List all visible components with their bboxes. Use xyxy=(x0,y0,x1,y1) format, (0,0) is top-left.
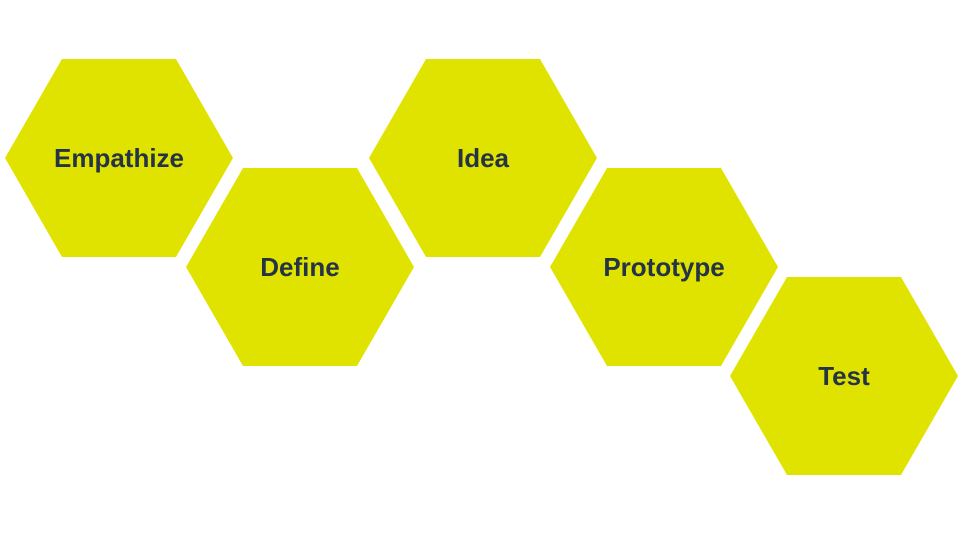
step-label: Define xyxy=(260,252,339,282)
hexagon-step-prototype: Prototype xyxy=(550,168,778,366)
hexagon-step-idea: Idea xyxy=(369,59,597,257)
step-label: Idea xyxy=(457,143,510,173)
hexagon-step-define: Define xyxy=(186,168,414,366)
step-label: Prototype xyxy=(603,252,724,282)
hexagon-shape xyxy=(730,277,958,475)
hexagon-step-empathize: Empathize xyxy=(5,59,233,257)
step-label: Test xyxy=(818,361,870,391)
hexagon-step-test: Test xyxy=(730,277,958,475)
hexagon-shape xyxy=(550,168,778,366)
hexagon-shape xyxy=(369,59,597,257)
step-label: Empathize xyxy=(54,143,184,173)
hexagon-shape xyxy=(5,59,233,257)
hexagon-shape xyxy=(186,168,414,366)
